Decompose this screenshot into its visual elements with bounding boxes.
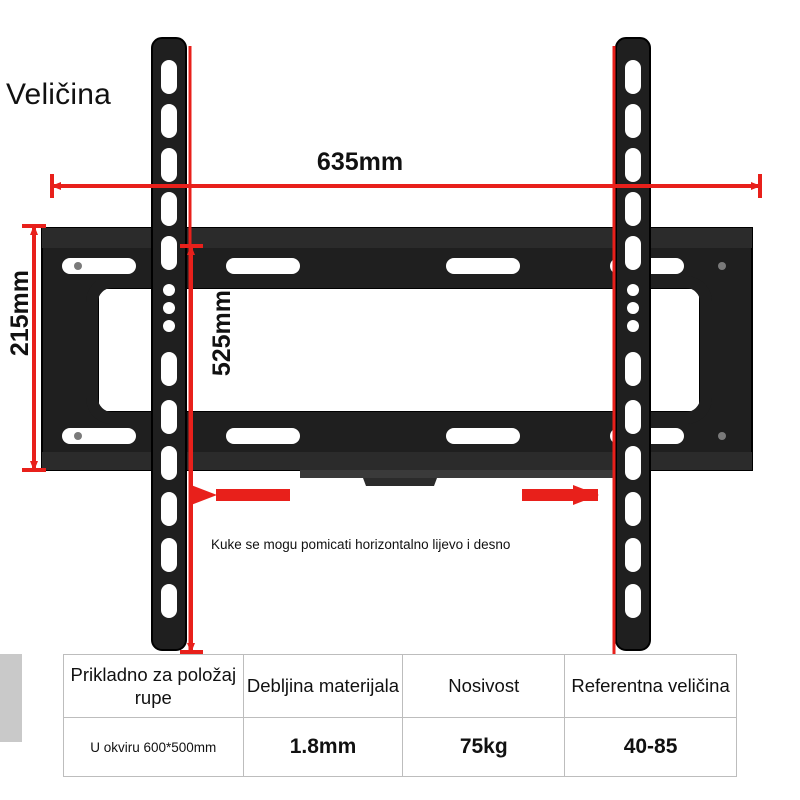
dimension-lines: [22, 46, 762, 660]
hook-movement-note: Kuke se mogu pomicati horizontalno lijev…: [211, 537, 511, 552]
value-reference-size: 40-85: [564, 717, 737, 777]
page-title: Veličina: [6, 78, 112, 111]
spec-table: Prikladno za položaj rupe Debljina mater…: [63, 654, 737, 777]
header-reference-size: Referentna veličina: [564, 654, 737, 718]
value-hole-position: U okviru 600*500mm: [63, 717, 244, 777]
header-hole-position: Prikladno za položaj rupe: [63, 654, 244, 718]
inner-height-dimension-label: 525mm: [208, 290, 236, 377]
left-hook-rail: [151, 37, 187, 651]
header-material-thickness: Debljina materijala: [242, 654, 404, 718]
table-row-values: U okviru 600*500mm 1.8mm 75kg 40-85: [63, 717, 737, 777]
header-load-capacity: Nosivost: [402, 654, 566, 718]
right-hook-rail: [615, 37, 651, 651]
outer-height-dimension-label: 215mm: [6, 270, 34, 357]
table-row-headers: Prikladno za položaj rupe Debljina mater…: [63, 654, 737, 718]
left-edge-strip: [0, 654, 22, 742]
width-dimension-label: 635mm: [316, 148, 404, 176]
value-load-capacity: 75kg: [402, 717, 566, 777]
value-material-thickness: 1.8mm: [242, 717, 404, 777]
